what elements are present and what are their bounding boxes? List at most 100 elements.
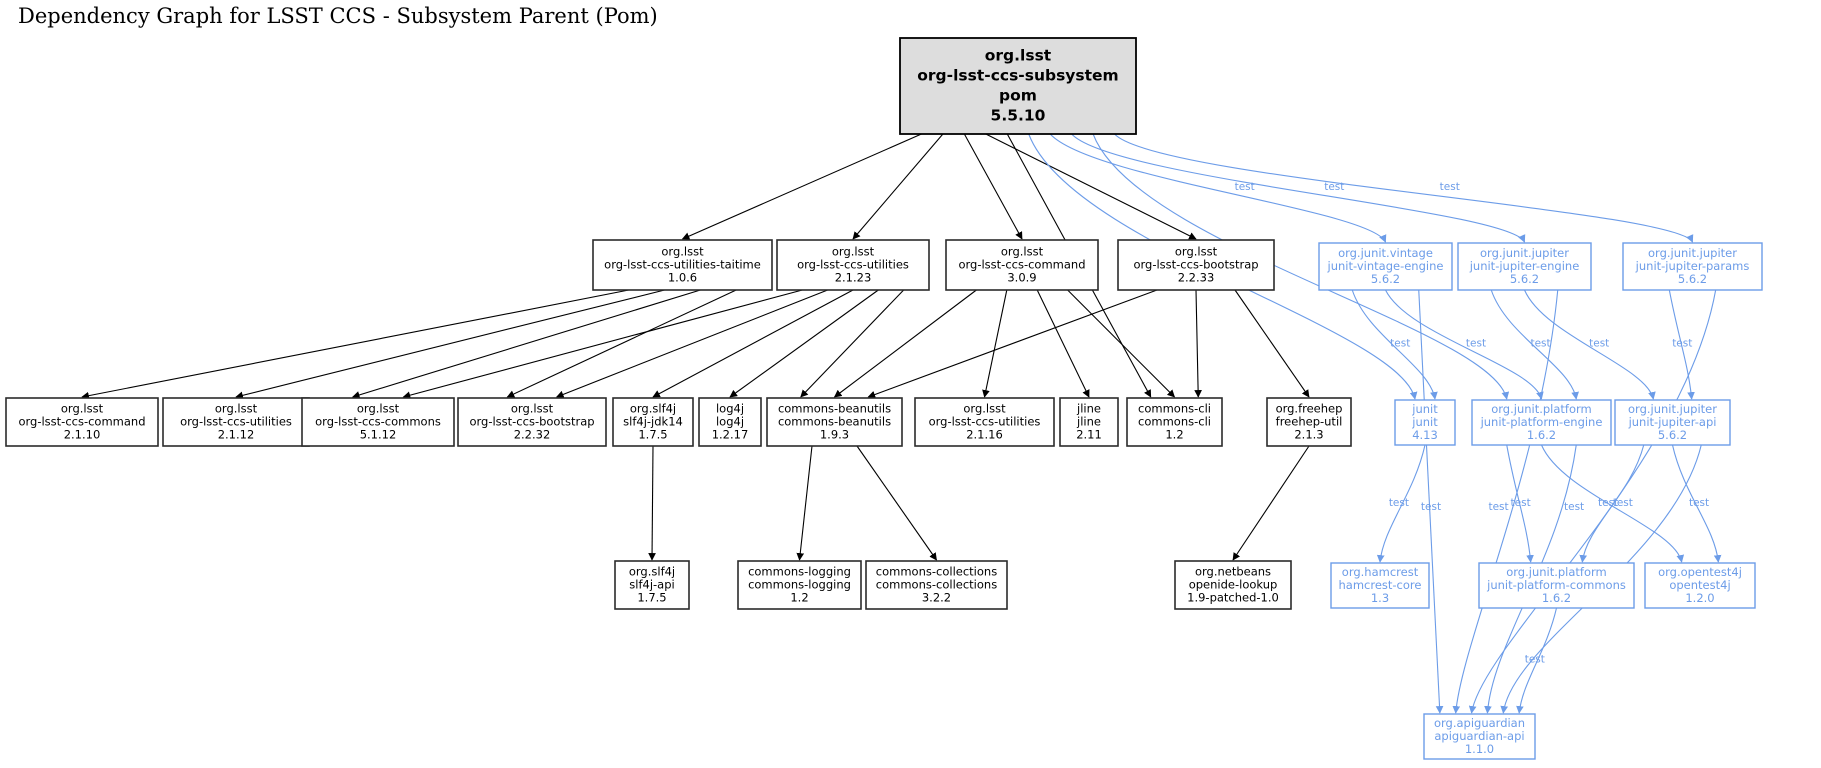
node-line-0: org.lsst: [985, 47, 1052, 65]
node-line-2: 2.1.3: [1294, 428, 1323, 442]
edge-freehep-util-to-openide-lookup: [1232, 445, 1310, 561]
node-line-0: org.apiguardian: [1434, 716, 1525, 730]
node-line-1: log4j: [716, 415, 744, 429]
node-box: [1478, 562, 1635, 609]
node-vintage-engine[interactable]: org.junit.vintagejunit-vintage-engine5.6…: [1318, 242, 1453, 291]
node-line-1: freehep-util: [1276, 415, 1343, 429]
node-line-0: org.netbeans: [1195, 565, 1271, 579]
node-line-2: 2.1.16: [966, 428, 1003, 442]
node-box: [301, 397, 455, 447]
node-box: [1644, 562, 1756, 609]
node-line-0: org.lsst: [61, 402, 104, 416]
node-line-2: 1.2: [790, 591, 808, 605]
edge-utilities-taitime-to-commons-5112: [351, 289, 701, 399]
edge-jupiter-params-to-apiguardian: [1468, 289, 1717, 714]
edge-jupiter-params-to-jupiter-api: [1668, 289, 1695, 400]
edge-platform-engine-to-opentest4j: [1540, 444, 1685, 563]
node-line-2: 1.6.2: [1527, 428, 1556, 442]
node-line-0: org.junit.jupiter: [1648, 246, 1737, 260]
node-box: [1318, 242, 1453, 291]
edge-root-to-bootstrap-2233: [985, 133, 1197, 240]
edge-platform-commons-to-apiguardian: [1516, 607, 1558, 714]
node-jupiter-params[interactable]: org.junit.jupiterjunit-jupiter-params5.6…: [1622, 242, 1763, 291]
node-line-2: 1.7.5: [637, 591, 666, 605]
edge-slf4j-jdk14-to-slf4j-api: [648, 445, 656, 561]
node-line-1: jline: [1076, 415, 1101, 429]
node-line-0: org.lsst: [963, 402, 1006, 416]
node-box: [737, 560, 862, 610]
edge-vintage-engine-to-apiguardian: [1418, 289, 1444, 714]
node-line-1: org-lsst-ccs-commons: [315, 415, 441, 429]
node-line-2: 1.2.0: [1685, 591, 1714, 605]
edges-layer: [81, 133, 1722, 714]
node-box: [776, 239, 930, 291]
edge-jupiter-engine-to-platform-engine: [1490, 289, 1579, 400]
node-box: [1423, 713, 1536, 760]
node-line-1: junit-jupiter-params: [1635, 259, 1750, 273]
node-line-2: 5.6.2: [1658, 428, 1687, 442]
edge-command-309-to-commons-cli: [1067, 289, 1176, 398]
edge-label-test: test: [1564, 501, 1584, 513]
node-platform-engine[interactable]: org.junit.platformjunit-platform-engine1…: [1471, 399, 1612, 446]
node-utilities-taitime[interactable]: org.lsstorg-lsst-ccs-utilities-taitime1.…: [592, 239, 773, 291]
node-box: [1457, 242, 1592, 291]
edge-jupiter-engine-to-jupiter-api: [1523, 289, 1656, 400]
node-line-1: org-lsst-ccs-bootstrap: [1133, 258, 1258, 272]
node-line-0: org.hamcrest: [1342, 565, 1419, 579]
edge-utilities-2123-to-log4j: [729, 289, 879, 398]
node-line-2: 3.2.2: [922, 591, 951, 605]
node-line-1: openide-lookup: [1189, 578, 1278, 592]
node-line-2: 2.2.33: [1178, 271, 1215, 285]
edge-label-test: test: [1235, 181, 1255, 193]
edge-commons-beanutils-to-commons-collections: [856, 445, 937, 561]
node-openide-lookup[interactable]: org.netbeansopenide-lookup1.9-patched-1.…: [1174, 560, 1292, 610]
node-line-0: org.junit.platform: [1491, 402, 1592, 416]
node-commons-collections[interactable]: commons-collectionscommons-collections3.…: [865, 560, 1008, 610]
node-line-0: commons-collections: [876, 565, 997, 579]
node-box: [698, 397, 762, 447]
node-line-0: org.lsst: [1175, 245, 1218, 259]
node-line-0: org.junit.jupiter: [1628, 402, 1717, 416]
edge-platform-engine-to-platform-commons: [1506, 444, 1534, 563]
node-line-0: jline: [1076, 402, 1101, 416]
node-line-2: 1.6.2: [1542, 591, 1571, 605]
edge-label-test: test: [1598, 497, 1618, 509]
node-line-1: org-lsst-ccs-utilities: [797, 258, 909, 272]
edge-command-309-to-commons-beanutils: [833, 289, 977, 398]
node-box: [945, 239, 1099, 291]
node-line-2: 2.11: [1076, 428, 1102, 442]
node-line-1: junit-platform-commons: [1486, 578, 1626, 592]
edge-vintage-engine-to-junit413: [1351, 289, 1438, 400]
node-line-3: 5.5.10: [991, 107, 1046, 125]
node-platform-commons[interactable]: org.junit.platformjunit-platform-commons…: [1478, 562, 1635, 609]
node-jupiter-engine[interactable]: org.junit.jupiterjunit-jupiter-engine5.6…: [1457, 242, 1592, 291]
node-box: [865, 560, 1008, 610]
node-line-2: 2.1.12: [218, 428, 255, 442]
node-line-1: org-lsst-ccs-utilities: [180, 415, 292, 429]
node-line-0: log4j: [716, 402, 744, 416]
node-line-0: org.lsst: [511, 402, 554, 416]
